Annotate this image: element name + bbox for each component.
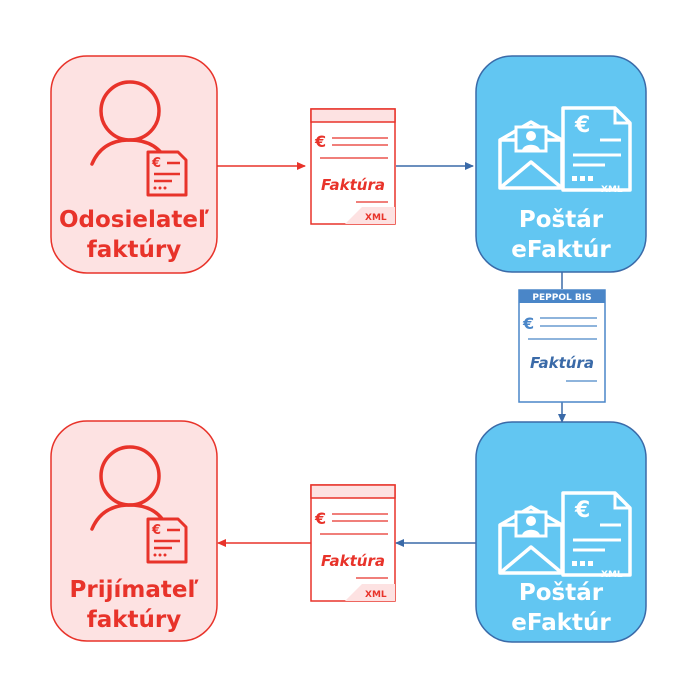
sender-label-line1: Odosielateľ xyxy=(59,207,210,233)
xml-tag: XML xyxy=(601,185,623,195)
sender-box: € Odosielateľ faktúry xyxy=(50,55,218,274)
euro-glyph: € xyxy=(314,132,326,151)
euro-glyph: € xyxy=(151,156,161,171)
invoice-title: Faktúra xyxy=(321,176,385,194)
receiver-label-line2: faktúry xyxy=(87,607,182,633)
postar-bottom-box: € XML Poštár eFaktúr xyxy=(475,421,647,643)
xml-tag: XML xyxy=(365,213,387,223)
invoice-small-icon: € xyxy=(146,150,188,197)
invoice-top-document: € Faktúra XML xyxy=(310,108,396,225)
invoice-small-icon: € xyxy=(146,517,188,564)
postar-bottom-label-line2: eFaktúr xyxy=(511,610,611,636)
xml-tag: XML xyxy=(365,590,387,600)
sender-label-line2: faktúry xyxy=(87,237,182,263)
postar-bottom-label-line1: Poštár xyxy=(519,580,604,606)
invoice-peppol-document: PEPPOL BIS € Faktúra xyxy=(518,289,606,403)
postar-top-label-line1: Poštár xyxy=(519,207,604,233)
invoice-title: Faktúra xyxy=(321,552,385,570)
xml-tag: XML xyxy=(601,570,623,580)
euro-glyph: € xyxy=(574,113,590,138)
receiver-box: € Prijímateľ faktúry xyxy=(50,420,218,642)
invoice-bottom-document: € Faktúra XML xyxy=(310,484,396,602)
postar-top-label-line2: eFaktúr xyxy=(511,237,611,263)
peppol-header: PEPPOL BIS xyxy=(532,293,591,303)
euro-glyph: € xyxy=(574,498,590,523)
invoice-title: Faktúra xyxy=(530,354,594,372)
postar-top-box: € XML Poštár eFaktúr xyxy=(475,55,647,273)
euro-glyph: € xyxy=(522,314,534,333)
receiver-label-line1: Prijímateľ xyxy=(70,577,200,603)
euro-glyph: € xyxy=(314,509,326,528)
euro-glyph: € xyxy=(151,523,161,538)
